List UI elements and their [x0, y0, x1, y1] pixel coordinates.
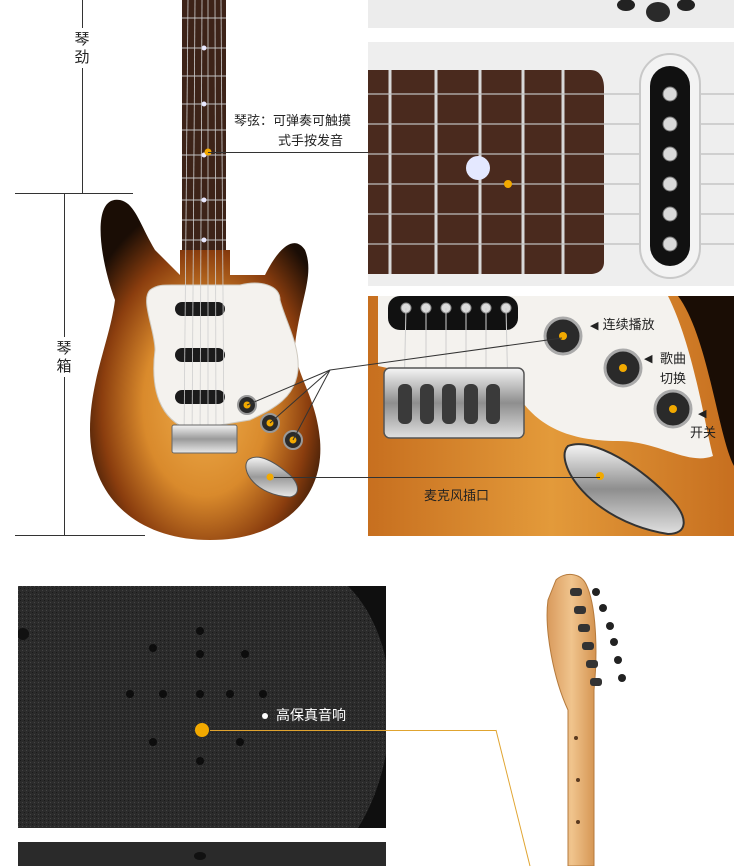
neck-dimension-tick — [15, 193, 133, 194]
body-label: 琴箱 — [55, 337, 73, 377]
mic-jack-label: 麦克风插口 — [424, 489, 490, 504]
speaker-closeup-panel — [18, 586, 386, 828]
knob-leader-lines — [246, 337, 563, 441]
neck-label: 琴劲 — [73, 28, 91, 68]
mic-jack-leader-line — [274, 477, 600, 478]
headstock-illustration — [546, 574, 626, 866]
left-triangle-icon: ◀ — [698, 407, 707, 420]
hifi-leader-diagonal — [495, 729, 531, 867]
body-dimension-tick — [15, 535, 145, 536]
continuous-play-text: 连续播放 — [602, 318, 655, 333]
song-switch-label-line2: 切换 — [660, 372, 687, 387]
hifi-sound-label: 高保真音响 — [276, 708, 346, 724]
song-switch-arrow: ◀ — [644, 349, 652, 369]
left-triangle-icon: ◀ — [590, 319, 599, 332]
power-switch-label: 开关 — [690, 426, 717, 441]
left-triangle-icon: ◀ — [644, 352, 653, 365]
strings-label-line1: 琴弦：可弹奏可触摸 — [234, 114, 352, 129]
song-switch-label-line1: 歌曲 — [660, 352, 687, 367]
power-switch-arrow: ◀ — [698, 404, 706, 424]
fretboard-closeup-panel — [368, 42, 734, 286]
continuous-play-label: ◀ 连续播放 — [590, 316, 655, 336]
neck-dimension-line — [82, 0, 83, 194]
hifi-bullet-icon — [262, 713, 268, 719]
strings-label-line2: 式手按发音 — [278, 134, 344, 149]
detail-panel-top — [368, 0, 734, 28]
controls-closeup-panel — [368, 296, 734, 536]
guitar-illustration — [90, 0, 321, 540]
hifi-leader-line — [210, 730, 496, 731]
detail-panel-bottom — [18, 842, 386, 866]
strings-leader-line — [208, 152, 413, 153]
